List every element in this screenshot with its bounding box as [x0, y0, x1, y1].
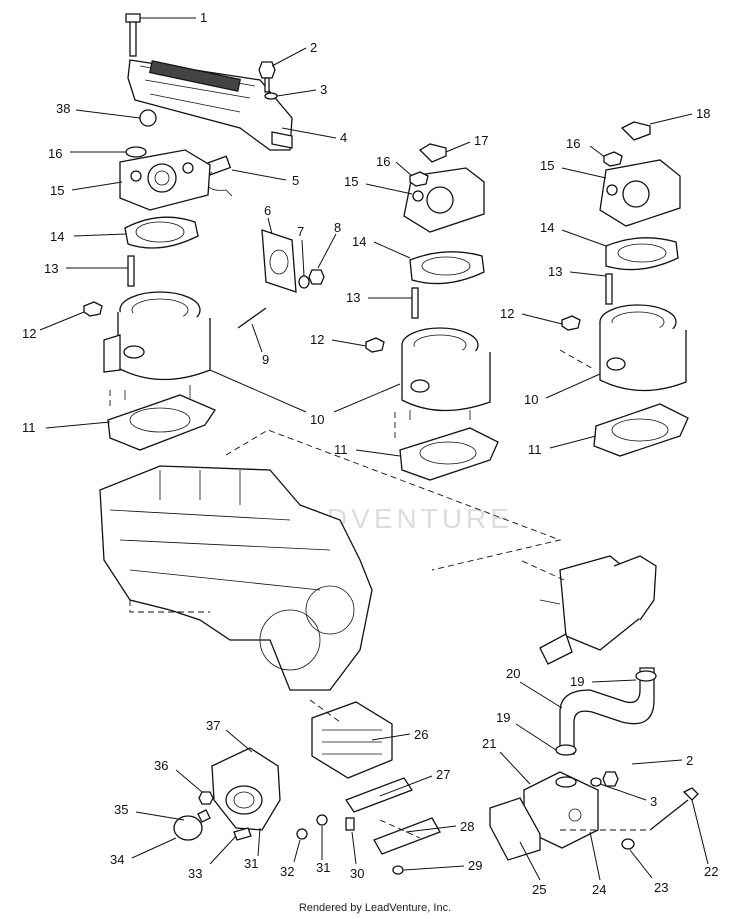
base-gasket-center	[399, 427, 499, 481]
callout-32: 32	[280, 864, 294, 879]
callout-36: 36	[154, 758, 168, 773]
callout-16-center: 16	[376, 154, 390, 169]
cylinder-left	[103, 291, 211, 400]
callout-7: 7	[297, 224, 304, 239]
callout-15-center: 15	[344, 174, 358, 189]
coolant-hose	[555, 667, 657, 756]
callout-11-center: 11	[334, 442, 348, 457]
callout-37: 37	[206, 718, 220, 733]
callout-27: 27	[436, 767, 450, 782]
callout-29: 29	[468, 858, 482, 873]
callout-15-right: 15	[540, 158, 554, 173]
callout-11-left: 11	[22, 420, 36, 435]
callout-38: 38	[56, 101, 70, 116]
base-gasket-right	[593, 403, 689, 457]
callout-12-center: 12	[310, 332, 324, 347]
reed-plate-part	[296, 701, 441, 875]
callout-24: 24	[592, 882, 606, 897]
callout-16-right: 16	[566, 136, 580, 151]
callout-14-left: 14	[50, 229, 64, 244]
callout-15-left: 15	[50, 183, 64, 198]
callout-9: 9	[262, 352, 269, 367]
callout-5: 5	[292, 173, 299, 188]
callout-13-right: 13	[548, 264, 562, 279]
cylinder-center	[401, 327, 491, 420]
callout-33: 33	[188, 866, 202, 881]
callout-6: 6	[264, 203, 271, 218]
callout-23: 23	[654, 880, 668, 895]
callout-14-right: 14	[540, 220, 554, 235]
callout-4: 4	[340, 130, 347, 145]
callout-10-center: 10	[310, 412, 324, 427]
callout-12-left: 12	[22, 326, 36, 341]
callout-11-right: 11	[528, 442, 542, 457]
hardware-lower-right	[590, 771, 699, 850]
callout-30: 30	[350, 866, 364, 881]
valve-block-part	[489, 771, 599, 861]
callout-10-right: 10	[524, 392, 538, 407]
callout-26: 26	[414, 727, 428, 742]
callout-3-top: 3	[320, 82, 327, 97]
callout-16-left: 16	[48, 146, 62, 161]
manifold-part	[125, 13, 293, 151]
callout-12-right: 12	[500, 306, 514, 321]
callout-13-left: 13	[44, 261, 58, 276]
callout-14-center: 14	[352, 234, 366, 249]
callout-34: 34	[110, 852, 124, 867]
cylinder-right	[599, 304, 687, 392]
callout-25: 25	[532, 882, 546, 897]
callout-2-top: 2	[310, 40, 317, 55]
credit-line: Rendered by LeadVenture, Inc.	[298, 902, 452, 914]
intake-elbow-part	[173, 747, 281, 841]
callout-2-lower: 2	[686, 753, 693, 768]
cylinder-head-right	[599, 121, 681, 305]
callout-19-lower: 19	[496, 710, 510, 725]
alignment-lines	[109, 349, 650, 839]
callout-19-upper: 19	[570, 674, 584, 689]
callout-labels: 1 2 3 38 4 16 15 5 6 7 8 14 13 9 12 10	[22, 10, 718, 897]
gasket-hardware	[237, 229, 325, 329]
callout-8: 8	[334, 220, 341, 235]
crankcase-part	[99, 465, 373, 691]
callout-31-left: 31	[244, 856, 258, 871]
water-pump-part	[539, 555, 657, 665]
parts-artwork	[99, 13, 699, 875]
callout-13-center: 13	[346, 290, 360, 305]
callout-17: 17	[474, 133, 488, 148]
cylinder-head-center	[403, 143, 485, 319]
callout-3-lower: 3	[650, 794, 657, 809]
callout-28: 28	[460, 819, 474, 834]
callout-21: 21	[482, 736, 496, 751]
callout-22: 22	[704, 864, 718, 879]
callout-31-right: 31	[316, 860, 330, 875]
callout-18: 18	[696, 106, 710, 121]
cylinder-head-left	[119, 146, 211, 287]
callout-35: 35	[114, 802, 128, 817]
base-gasket-left	[107, 394, 216, 451]
callout-20: 20	[506, 666, 520, 681]
callout-1: 1	[200, 10, 207, 25]
